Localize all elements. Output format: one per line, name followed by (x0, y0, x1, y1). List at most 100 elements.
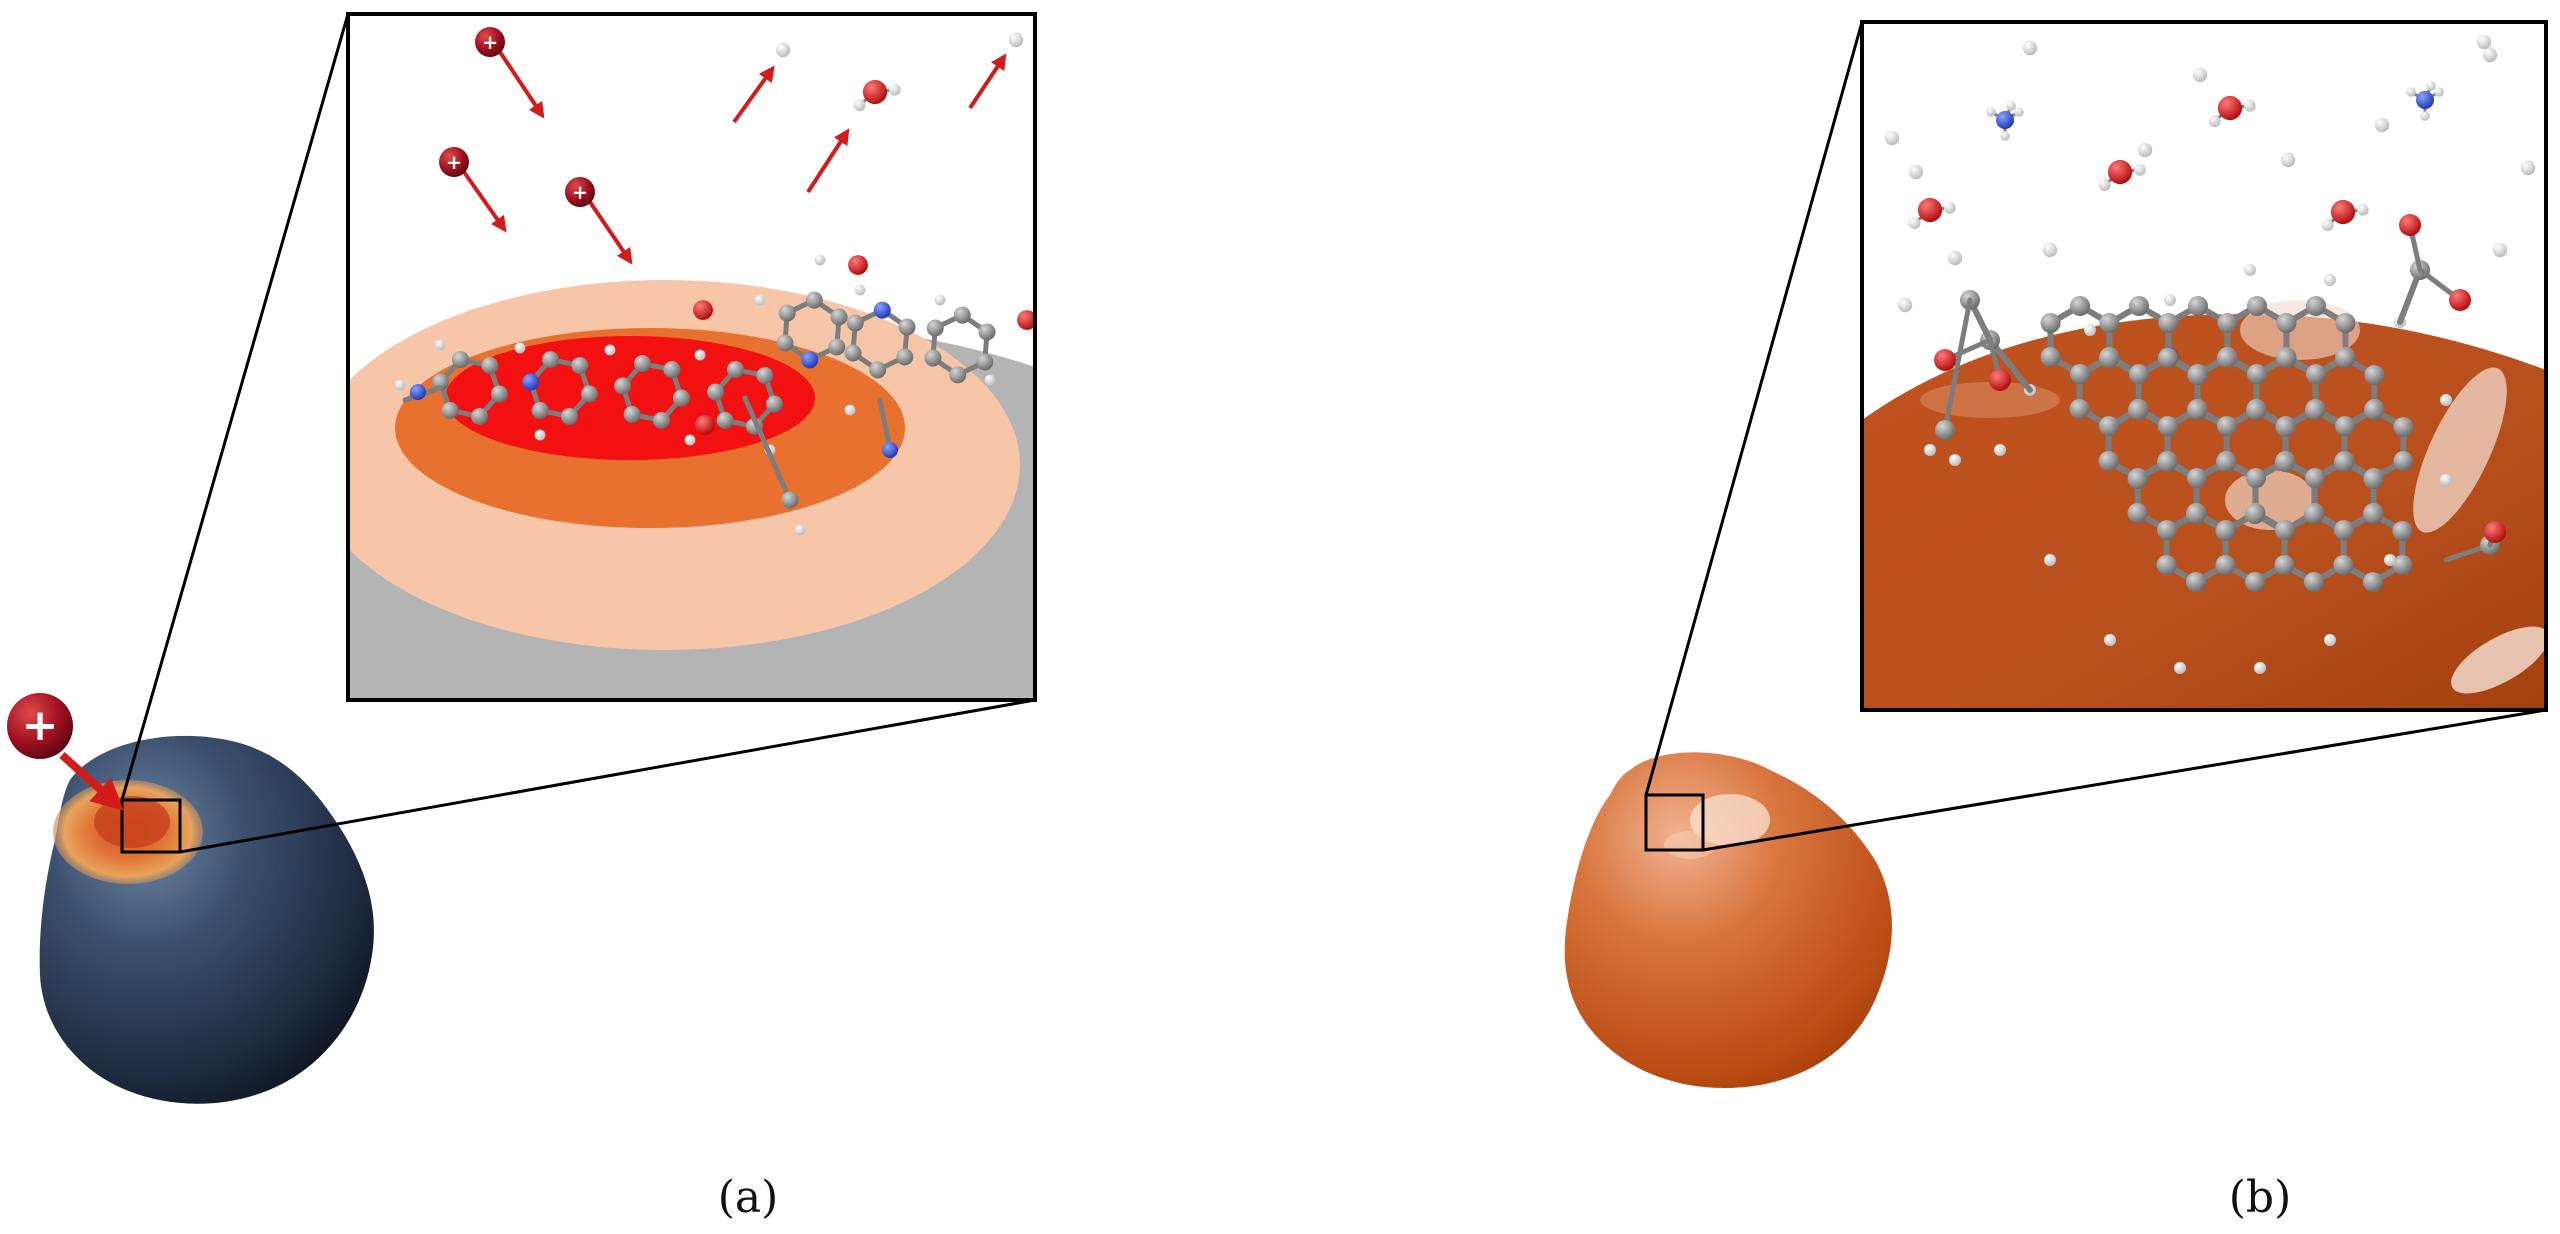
atom-c (541, 351, 559, 369)
atom-h (394, 379, 406, 391)
plus-sign: + (446, 151, 462, 174)
atom-h (1897, 297, 1913, 313)
atom-o (2484, 521, 2506, 543)
atom-c (1935, 420, 1955, 440)
atom-h (2384, 554, 2396, 566)
pool-red (445, 336, 815, 460)
atom-c (2392, 555, 2413, 575)
atom-c (2393, 451, 2414, 471)
atom-c (672, 389, 690, 407)
atom-c (2156, 555, 2177, 575)
panel-a: + +++ (a) (7, 12, 1037, 1223)
atom-c (471, 407, 489, 425)
atom-c (2276, 313, 2297, 333)
atom-c (978, 323, 996, 341)
atom-c (953, 306, 971, 324)
atom-h (1908, 217, 1921, 230)
atom-c (2070, 364, 2090, 384)
atom-c (2187, 365, 2208, 385)
atom-c (2363, 504, 2383, 524)
atom-c (2245, 572, 2265, 592)
atom-c (2187, 400, 2207, 420)
atom-h (514, 342, 526, 354)
atom-h (2374, 117, 2390, 133)
atom-h (2280, 152, 2296, 168)
atom-h (2044, 554, 2056, 566)
atom-c (781, 491, 799, 509)
atom-h (604, 344, 616, 356)
atom-n (882, 442, 898, 458)
atom-c (2098, 451, 2119, 471)
atom-c (663, 361, 681, 379)
atom-c (976, 353, 994, 371)
atom-c (765, 395, 783, 413)
red-arrow-icon (732, 65, 775, 124)
atom-h (2440, 394, 2452, 406)
atom-c (2247, 296, 2267, 316)
atom-c (2217, 416, 2237, 436)
solvent-species (1884, 34, 2536, 313)
atom-h (2174, 662, 2186, 674)
atom-c (2069, 399, 2090, 419)
atom-c (846, 314, 864, 332)
atom-h (1986, 107, 1996, 117)
atom-c (633, 355, 651, 373)
atom-h (984, 374, 996, 386)
atom-o (2217, 95, 2243, 121)
atom-h (1949, 454, 1961, 466)
atom-c (653, 411, 671, 429)
atom-c (2158, 348, 2178, 368)
atom-h (2520, 160, 2536, 176)
atom-c (2188, 296, 2208, 316)
atom-h (2243, 99, 2256, 112)
atom-h (2476, 34, 2492, 50)
atom-h (1943, 201, 1956, 214)
atom-o (1934, 349, 1956, 371)
atom-h (2420, 111, 2430, 121)
atom-c (481, 357, 499, 375)
red-arrow-icon (806, 128, 850, 194)
atom-c (2247, 364, 2267, 384)
panel-a-label: (a) (718, 1172, 779, 1223)
atom-c (2099, 313, 2120, 333)
atom-o (2330, 199, 2356, 225)
atom-c (2127, 503, 2148, 523)
atom-c (2158, 313, 2179, 333)
plus-sign: + (572, 181, 588, 204)
atom-c (2129, 296, 2149, 316)
incoming-species: +++ (439, 27, 1024, 265)
atom-h (2244, 264, 2256, 276)
atom-h (2042, 242, 2058, 258)
atom-c (896, 348, 914, 366)
atom-h (2426, 81, 2436, 91)
plus-ion-icon (565, 177, 595, 207)
atom-h (1947, 250, 1963, 266)
atom-c (2217, 348, 2237, 368)
red-arrow-icon (588, 200, 633, 265)
atom-c (2306, 296, 2326, 316)
atom-h (1008, 32, 1024, 48)
atom-c (869, 361, 887, 379)
adsorbed-molecule (394, 254, 1035, 536)
atom-h (2133, 163, 2146, 176)
plus-ion-icon: + (7, 693, 73, 759)
atom-c (2128, 400, 2148, 420)
atom-c (451, 351, 469, 369)
atom-c (2246, 400, 2266, 420)
zoom-line-b-top (1644, 21, 1864, 796)
atom-c (756, 367, 774, 385)
atom-c (2363, 469, 2384, 489)
atom-h (2164, 294, 2176, 306)
atom-c (776, 334, 794, 352)
atom-n (873, 301, 891, 319)
red-arrow-icon (968, 53, 1007, 110)
atom-c (2306, 364, 2326, 384)
atom-c (2275, 452, 2295, 472)
atom-c (2099, 348, 2119, 368)
zoom-line-a-top (120, 13, 350, 801)
atom-h (844, 404, 856, 416)
atom-h (2406, 87, 2416, 97)
atom-h (694, 349, 706, 361)
atom-c (2127, 469, 2148, 489)
atom-c (2305, 400, 2325, 420)
